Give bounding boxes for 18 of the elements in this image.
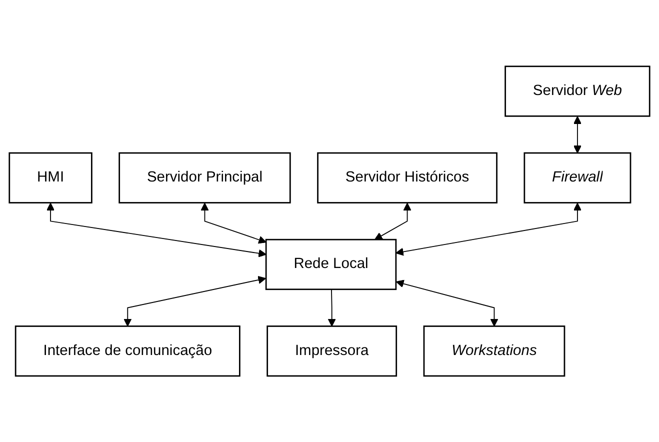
network-diagram: HMI Servidor Principal Servidor Históricos Servidor Web Firewall Rede Local Interface de comunicação Impressora Workstations bbox=[2, 58, 657, 384]
node-box bbox=[118, 152, 291, 204]
arrow bbox=[200, 202, 266, 244]
node-box bbox=[524, 152, 632, 204]
arrow bbox=[328, 288, 336, 326]
node-box bbox=[423, 325, 566, 376]
arrow bbox=[124, 276, 266, 326]
node-box bbox=[265, 238, 397, 290]
node-box bbox=[8, 152, 92, 204]
arrow bbox=[374, 202, 412, 240]
node-box bbox=[317, 152, 498, 204]
arrow bbox=[46, 202, 266, 258]
node-box bbox=[504, 66, 650, 117]
node-box bbox=[266, 325, 398, 376]
node-box bbox=[14, 325, 240, 376]
arrow bbox=[396, 280, 498, 326]
arrow bbox=[396, 202, 582, 256]
arrow bbox=[573, 116, 582, 154]
